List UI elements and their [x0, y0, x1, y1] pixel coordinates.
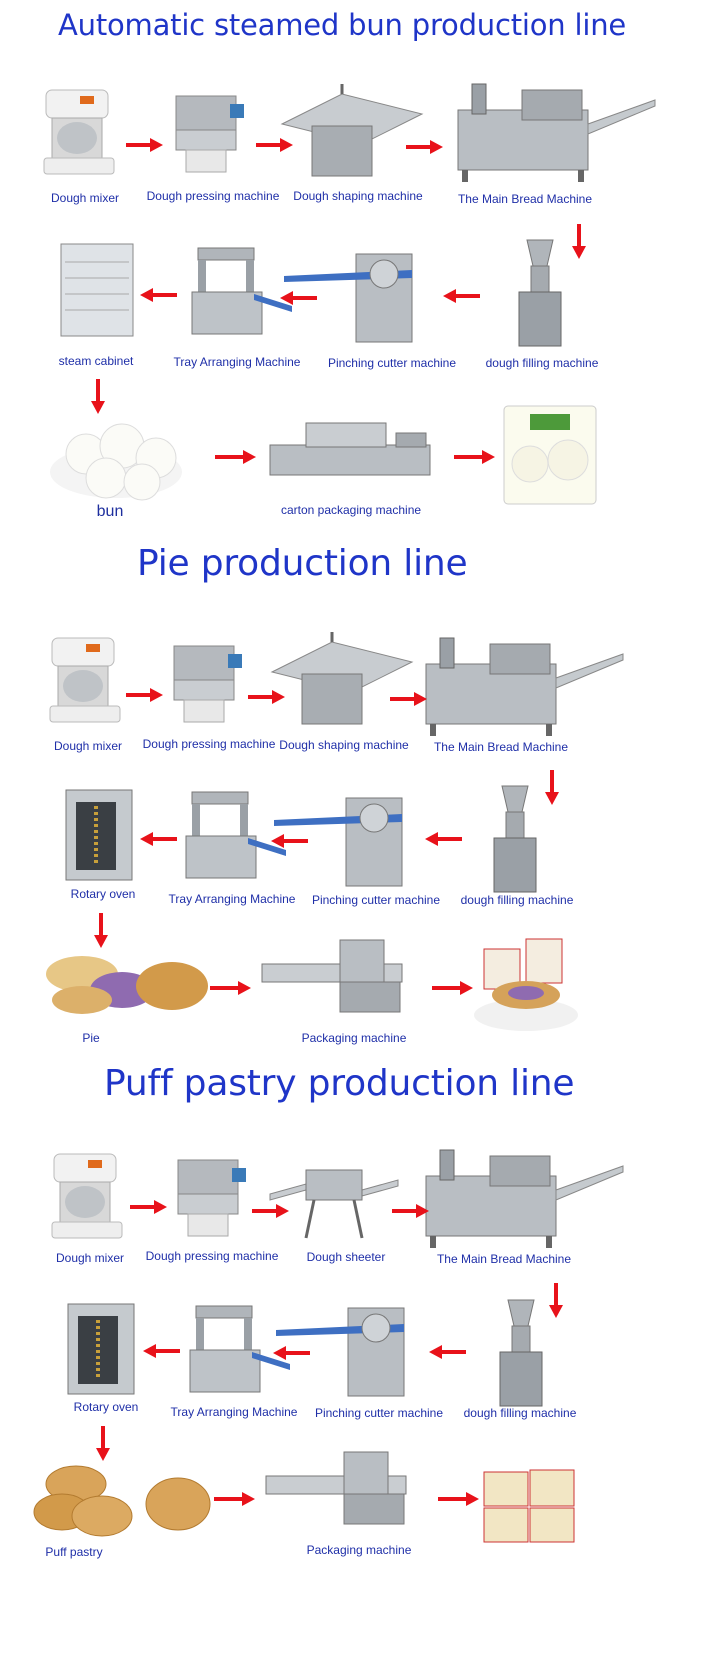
down-arrow-icon: [549, 1283, 563, 1318]
section-title: Puff pastry production line: [104, 1063, 575, 1104]
right-arrow-icon: [406, 140, 443, 154]
main-bread-machine-image: [457, 83, 656, 182]
dough-sheeter-image: [269, 1169, 399, 1239]
right-arrow-icon: [126, 138, 163, 152]
main-bread-machine-image: [425, 1149, 624, 1248]
left-arrow-icon: [140, 832, 177, 846]
left-arrow-icon: [143, 1344, 180, 1358]
dough-mixer-image: [43, 89, 115, 175]
machine-label: Dough pressing machine: [145, 1249, 279, 1263]
tray-arranging-machine-image: [185, 791, 286, 879]
down-arrow-icon: [96, 1426, 110, 1461]
dough-shaping-machine-image: [270, 632, 414, 725]
machine-label: The Main Bread Machine: [436, 1252, 572, 1266]
left-arrow-icon: [271, 834, 308, 848]
right-arrow-icon: [392, 1204, 429, 1218]
dough-filling-machine-image: [493, 785, 537, 893]
dough-shaping-machine-image: [280, 84, 424, 177]
left-arrow-icon: [425, 832, 462, 846]
product-label: Puff pastry: [45, 1545, 103, 1559]
carton-packaging-machine-image: [269, 422, 431, 476]
steamed-bun-image: [50, 423, 182, 501]
packaged-buns-image: [503, 405, 597, 505]
right-arrow-icon: [214, 1492, 255, 1506]
machine-label: Pinching cutter machine: [327, 356, 457, 370]
machine-label: Dough pressing machine: [142, 737, 276, 751]
left-arrow-icon: [280, 291, 317, 305]
left-arrow-icon: [140, 288, 177, 302]
pie-image: [46, 956, 208, 1014]
machine-label: Dough mixer: [50, 191, 120, 205]
left-arrow-icon: [273, 1346, 310, 1360]
product-label: bun: [96, 503, 124, 520]
section-title: Pie production line: [137, 543, 468, 584]
machine-label: Pinching cutter machine: [311, 893, 441, 907]
main-bread-machine-image: [425, 637, 624, 736]
left-arrow-icon: [443, 289, 480, 303]
machine-label: dough filling machine: [463, 1406, 577, 1420]
tray-arranging-machine-image: [189, 1305, 290, 1393]
machine-label: Tray Arranging Machine: [170, 1405, 298, 1419]
dough-pressing-machine-image: [177, 1159, 246, 1237]
machine-label: steam cabinet: [58, 354, 134, 368]
machine-label: Dough mixer: [55, 1251, 125, 1265]
right-arrow-icon: [126, 688, 163, 702]
right-arrow-icon: [454, 450, 495, 464]
machine-label: Tray Arranging Machine: [168, 892, 296, 906]
dough-filling-machine-image: [518, 239, 562, 347]
right-arrow-icon: [210, 981, 251, 995]
right-arrow-icon: [130, 1200, 167, 1214]
right-arrow-icon: [432, 981, 473, 995]
machine-label: Dough mixer: [53, 739, 123, 753]
machine-label: The Main Bread Machine: [457, 192, 593, 206]
machine-label: Dough shaping machine: [279, 738, 409, 752]
down-arrow-icon: [572, 224, 586, 259]
packaging-machine-image: [265, 1451, 407, 1525]
section-title: Automatic steamed bun production line: [58, 8, 627, 42]
machine-label: Dough sheeter: [306, 1250, 386, 1264]
dough-pressing-machine-image: [175, 95, 244, 173]
machine-label: Dough pressing machine: [146, 189, 280, 203]
pinching-cutter-machine-image: [274, 797, 403, 887]
pinching-cutter-machine-image: [276, 1307, 405, 1397]
pinching-cutter-machine-image: [284, 253, 413, 343]
rotary-oven-image: [65, 789, 133, 881]
tray-arranging-machine-image: [191, 247, 292, 335]
machine-label: dough filling machine: [460, 893, 574, 907]
machine-label: dough filling machine: [485, 356, 599, 370]
left-arrow-icon: [429, 1345, 466, 1359]
right-arrow-icon: [438, 1492, 479, 1506]
down-arrow-icon: [91, 379, 105, 414]
machine-label: Packaging machine: [301, 1031, 407, 1045]
product-label: Pie: [82, 1031, 100, 1045]
right-arrow-icon: [256, 138, 293, 152]
machine-label: carton packaging machine: [280, 503, 422, 517]
machine-label: The Main Bread Machine: [433, 740, 569, 754]
right-arrow-icon: [215, 450, 256, 464]
rotary-oven-image: [67, 1303, 135, 1395]
dough-mixer-image: [49, 637, 121, 723]
machine-label: Tray Arranging Machine: [173, 355, 301, 369]
down-arrow-icon: [94, 913, 108, 948]
machine-label: Rotary oven: [70, 887, 136, 901]
puff-pastry-image: [33, 1465, 211, 1537]
steam-cabinet-image: [60, 243, 134, 337]
machine-label: Pinching cutter machine: [314, 1406, 444, 1420]
dough-pressing-machine-image: [173, 645, 242, 723]
dough-mixer-image: [51, 1153, 123, 1239]
packaging-machine-image: [261, 939, 403, 1013]
machine-label: Rotary oven: [73, 1400, 139, 1414]
machine-label: Dough shaping machine: [293, 189, 423, 203]
right-arrow-icon: [390, 692, 427, 706]
right-arrow-icon: [252, 1204, 289, 1218]
packaged-pies-image: [474, 938, 578, 1031]
machine-label: Packaging machine: [306, 1543, 412, 1557]
down-arrow-icon: [545, 770, 559, 805]
right-arrow-icon: [248, 690, 285, 704]
packaged-puff-pastry-image: [483, 1469, 575, 1543]
dough-filling-machine-image: [499, 1299, 543, 1407]
